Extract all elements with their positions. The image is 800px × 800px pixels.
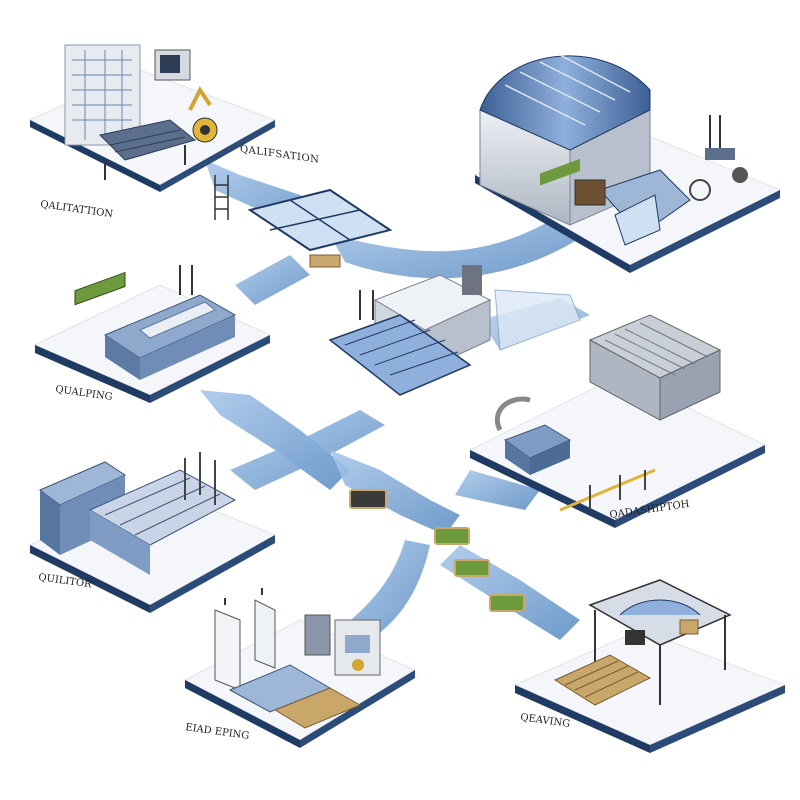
- station-bottom-left: [183, 588, 417, 748]
- label-mid-left: QUALPING: [55, 384, 114, 403]
- station-center: [328, 265, 581, 396]
- station-bottom-right: [513, 579, 787, 753]
- station-lower-left: [28, 452, 277, 613]
- green-board: [74, 271, 126, 306]
- door-frame: [214, 609, 241, 691]
- label-bottom-left: EIAD EPING: [185, 722, 250, 742]
- rail-post: [709, 115, 721, 150]
- belt-to-bottom-left: [345, 540, 430, 640]
- label-top-left-below: QALITATTION: [40, 199, 114, 220]
- belt-center-down: [330, 450, 460, 535]
- glass-frame: [247, 188, 393, 252]
- label-bottom-right: QEAVING: [520, 712, 571, 730]
- belt-left-diagonal: [200, 390, 350, 490]
- belt-right-down: [455, 470, 540, 510]
- belt-top-right: [330, 215, 585, 279]
- center-conveyor: [328, 314, 472, 396]
- station-right-mid: [468, 158, 767, 528]
- yellow-rail: [559, 468, 656, 512]
- belt-mid-left: [235, 255, 310, 305]
- station-top-right: [473, 54, 782, 273]
- belt-carts: [309, 254, 525, 612]
- ladder-frame: [214, 175, 229, 220]
- pallet: [553, 654, 652, 706]
- label-top-left-right: QALIFSATION: [240, 144, 319, 166]
- conveyor-network: [200, 160, 590, 640]
- belt-cross: [230, 410, 385, 490]
- station-top-left: [28, 44, 277, 192]
- control-panel: [64, 44, 141, 146]
- station-mid-left: [33, 265, 272, 403]
